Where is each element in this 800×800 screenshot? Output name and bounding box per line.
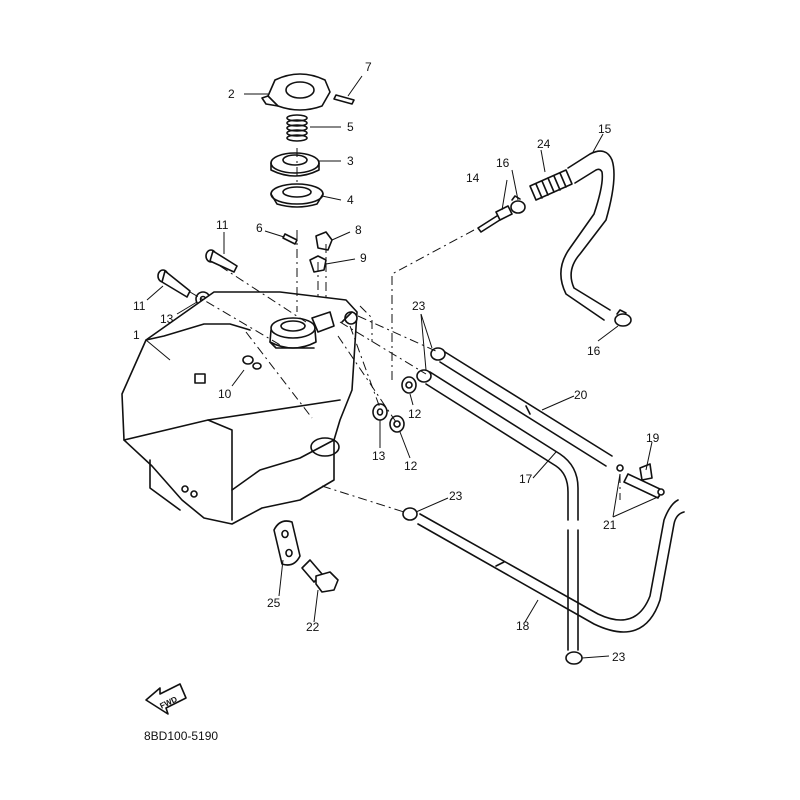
- leader-lines: [145, 75, 661, 659]
- hose-clamp-part-2: [416, 369, 432, 383]
- callout-25: 25: [267, 596, 281, 610]
- hose-clamp-part-3: [402, 507, 418, 521]
- seat-part: [270, 152, 320, 177]
- callout-21: 21: [603, 518, 617, 532]
- gasket-part: [270, 183, 324, 208]
- callout-13-right: 13: [372, 449, 386, 463]
- callout-23-top: 23: [412, 299, 426, 313]
- diagram-code: 8BD100-5190: [144, 729, 218, 743]
- cap-part: [261, 73, 331, 111]
- bracket-part: [273, 520, 301, 566]
- small-clip-part-1: [616, 464, 624, 472]
- callout-14: 14: [466, 171, 480, 185]
- pin-part: [333, 94, 355, 105]
- fitting-part: [623, 463, 663, 499]
- bolt-part-lower: [157, 269, 191, 298]
- callout-20: 20: [574, 388, 588, 402]
- callout-3: 3: [347, 154, 354, 168]
- grommet-part-lower: [389, 415, 405, 433]
- callout-10: 10: [218, 387, 232, 401]
- callout-6: 6: [256, 221, 263, 235]
- callout-7: 7: [365, 60, 372, 74]
- callout-11-upper: 11: [216, 218, 229, 232]
- bolt-part-upper: [205, 249, 238, 273]
- sleeve-part: [529, 169, 573, 201]
- callout-1: 1: [133, 328, 140, 342]
- small-screw-part: [282, 233, 298, 245]
- callout-12-upper: 12: [408, 407, 422, 421]
- mount-bolt-part: [301, 559, 339, 593]
- callout-16-upper: 16: [496, 156, 510, 170]
- spring-part: [286, 114, 308, 142]
- breather-hose-part: [560, 150, 615, 321]
- callout-15: 15: [598, 122, 612, 136]
- callout-labels: 1 2 3 4 5 6 7 8 9 10 11 11 12 12 13 13 1…: [133, 60, 660, 664]
- callout-12-lower: 12: [404, 459, 418, 473]
- clip-part: [315, 231, 333, 251]
- clamp-part-lower: [614, 309, 632, 327]
- callout-4: 4: [347, 193, 354, 207]
- callout-2: 2: [228, 87, 235, 101]
- callout-11-lower: 11: [133, 299, 146, 313]
- hose-clamp-part-4: [565, 651, 583, 665]
- callout-23-bottom: 23: [612, 650, 626, 664]
- fwd-arrow-icon: FWD: [145, 683, 187, 715]
- callout-17: 17: [519, 472, 533, 486]
- callout-24: 24: [537, 137, 551, 151]
- hose-part-18: [417, 499, 685, 633]
- callout-9: 9: [360, 251, 367, 265]
- clamp-part-upper: [510, 195, 526, 214]
- callout-16-lower: 16: [587, 344, 601, 358]
- assembly-lines: [189, 148, 621, 513]
- callout-13-left: 13: [160, 312, 174, 326]
- hose-clamp-part-1: [430, 347, 446, 361]
- hose-part-20: [439, 351, 613, 467]
- callout-8: 8: [355, 223, 362, 237]
- small-clip-part-2: [657, 488, 665, 496]
- callout-22: 22: [306, 620, 320, 634]
- valve-part: [477, 205, 513, 233]
- fuel-tank-part: [121, 291, 358, 525]
- callout-19: 19: [646, 431, 660, 445]
- hose-part-17: [425, 371, 579, 651]
- callout-23-mid: 23: [449, 489, 463, 503]
- callout-5: 5: [347, 120, 354, 134]
- grommet-part-upper: [401, 376, 417, 394]
- callout-18: 18: [516, 619, 530, 633]
